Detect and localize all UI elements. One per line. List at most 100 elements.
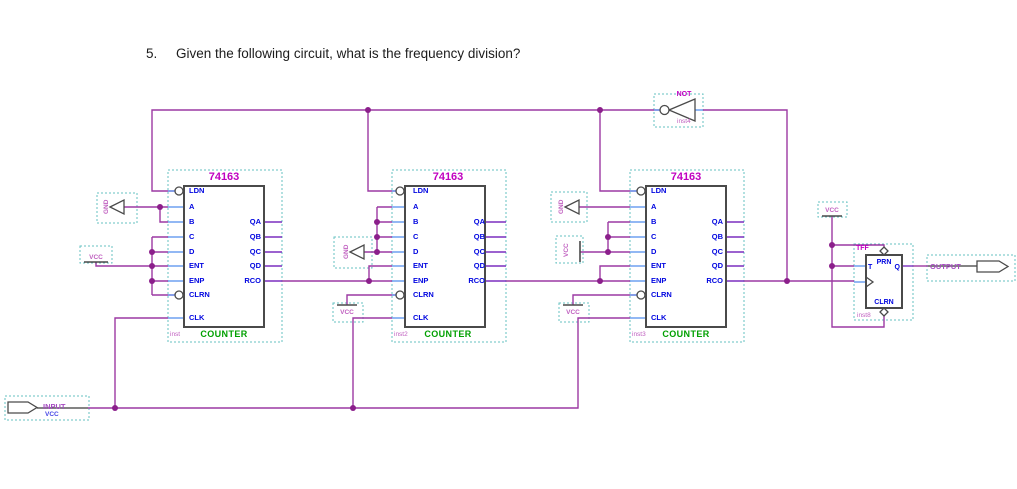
tff-clrn-bubble	[879, 307, 889, 317]
counter-2-port-ent: ENT	[413, 261, 428, 270]
counter-1-port-ent: ENT	[189, 261, 204, 270]
net-rco1-enable2	[282, 265, 392, 282]
counter-3-port-d: D	[651, 247, 657, 256]
counter-2-port-ldn: LDN	[413, 186, 429, 195]
vcc-3-label: VCC	[563, 243, 570, 257]
input-pin-default-label: VCC	[45, 411, 59, 418]
gnd-2-label: GND	[343, 244, 350, 259]
net-vcc4-clrn3	[572, 294, 637, 305]
counter-2-port-a: A	[413, 202, 419, 211]
counter-3-selection-box	[629, 169, 745, 343]
gnd-1-symbol	[108, 198, 125, 216]
counter-1-port-qb: QB	[249, 232, 261, 241]
counter-1-instance-label: inst	[170, 331, 181, 338]
gnd-1-label: GND	[103, 199, 110, 214]
counter-1-port-b: B	[189, 217, 195, 226]
net-rco3-tffclk	[703, 109, 854, 282]
counter-2-port-d: D	[413, 247, 419, 256]
counter-3-port-clrn: CLRN	[651, 290, 672, 299]
gnd-3-label: GND	[558, 199, 565, 214]
net-clock-input	[88, 317, 630, 409]
tff-instance-label: inst8	[857, 312, 871, 319]
counter-2-port-clk: CLK	[413, 313, 429, 322]
counter-1-port-clk: CLK	[189, 313, 205, 322]
tff-port-clrn: CLRN	[874, 299, 893, 306]
counter-3-function-label: COUNTER	[662, 329, 710, 339]
counter-2-port-enp: ENP	[413, 276, 429, 285]
counter-1-output-stubs	[264, 221, 282, 282]
counter-1-function-label: COUNTER	[200, 329, 248, 339]
counter-2-selection-box	[391, 169, 507, 343]
vcc-5-selection-box	[817, 201, 848, 218]
counter-1-port-qd: QD	[249, 261, 261, 270]
gnd-2-symbol	[348, 243, 365, 261]
counter-2-port-qc: QC	[473, 247, 485, 256]
tff-port-t: T	[868, 264, 873, 271]
tff-port-q: Q	[895, 264, 901, 271]
counter-1-port-clrn: CLRN	[189, 290, 210, 299]
counter-1-port-qc: QC	[249, 247, 261, 256]
question-text: Given the following circuit, what is the…	[176, 46, 521, 61]
counter-1-port-c: C	[189, 232, 195, 241]
vcc-2-label: VCC	[340, 309, 354, 316]
tff-input-stubs	[854, 265, 866, 283]
counter-3-port-rco: RCO	[706, 276, 723, 285]
counter-1-body	[183, 185, 265, 328]
counter-2-function-label: COUNTER	[424, 329, 472, 339]
output-pin-name-label: OUTPUT	[930, 262, 961, 271]
counter-3-port-qc: QC	[711, 247, 723, 256]
gnd-1-selection-box	[96, 192, 138, 224]
counter-1-port-qa: QA	[249, 217, 261, 226]
vcc-1-label: VCC	[89, 254, 103, 261]
counter-1-port-d: D	[189, 247, 195, 256]
vcc-5-label: VCC	[825, 207, 839, 214]
counter-3-ldn-bubble	[636, 186, 646, 196]
not-gate-instance-label: inst4	[677, 118, 691, 125]
vcc-2-selection-box	[332, 302, 364, 323]
not-gate-type-label: NOT	[677, 91, 693, 98]
counter-3-port-qa: QA	[711, 217, 723, 226]
vcc-3-selection-box	[555, 235, 584, 264]
not-gate-bubble	[659, 104, 670, 116]
counter-1-ldn-bubble	[174, 186, 184, 196]
output-pin-symbol	[976, 260, 1010, 273]
counter-1-port-a: A	[189, 202, 195, 211]
counter-2-port-qd: QD	[473, 261, 485, 270]
question-number: 5.	[146, 46, 158, 61]
input-pin-symbol	[7, 401, 39, 414]
counter-2-instance-label: inst2	[394, 331, 408, 338]
counter-2: 74163 LDN A B C D ENT ENP CLRN CLK QA QB…	[392, 170, 506, 342]
counter-2-port-qb: QB	[473, 232, 485, 241]
counter-3-port-clk: CLK	[651, 313, 667, 322]
tff-prn-bubble	[879, 246, 889, 256]
wire-junctions	[112, 107, 835, 411]
counter-3-port-ent: ENT	[651, 261, 666, 270]
input-pin-name-label: INPUT	[43, 402, 66, 411]
counter-2-part-number: 74163	[432, 171, 464, 183]
counter-1-port-rco: RCO	[244, 276, 261, 285]
output-pin-selection-box	[926, 254, 1016, 282]
net-vcc2-clrn2	[346, 294, 396, 305]
counter-3-part-number: 74163	[670, 171, 702, 183]
counter-2-ldn-bubble	[395, 186, 405, 196]
not-gate-triangle	[667, 98, 696, 122]
counter-3-port-c: C	[651, 232, 657, 241]
counter-3-port-qb: QB	[711, 232, 723, 241]
counter-3-port-b: B	[651, 217, 657, 226]
counter-1-selection-box	[167, 169, 283, 343]
counter-1-clrn-bubble	[174, 290, 184, 300]
counter-3-port-a: A	[651, 202, 657, 211]
net-load-ldn	[151, 109, 660, 192]
counter-2-port-clrn: CLRN	[413, 290, 434, 299]
counter-2-port-b: B	[413, 217, 419, 226]
vcc-4-label: VCC	[566, 309, 580, 316]
counter-2-clrn-bubble	[395, 290, 405, 300]
counter-3-port-ldn: LDN	[651, 186, 667, 195]
tff-clock-triangle-icon	[865, 276, 875, 288]
net-rco2-enable3	[506, 265, 630, 282]
counter-2-port-rco: RCO	[468, 276, 485, 285]
counter-3: 74163 LDN A B C D ENT ENP CLRN CLK QA QB…	[630, 170, 744, 342]
counter-3-port-qd: QD	[711, 261, 723, 270]
